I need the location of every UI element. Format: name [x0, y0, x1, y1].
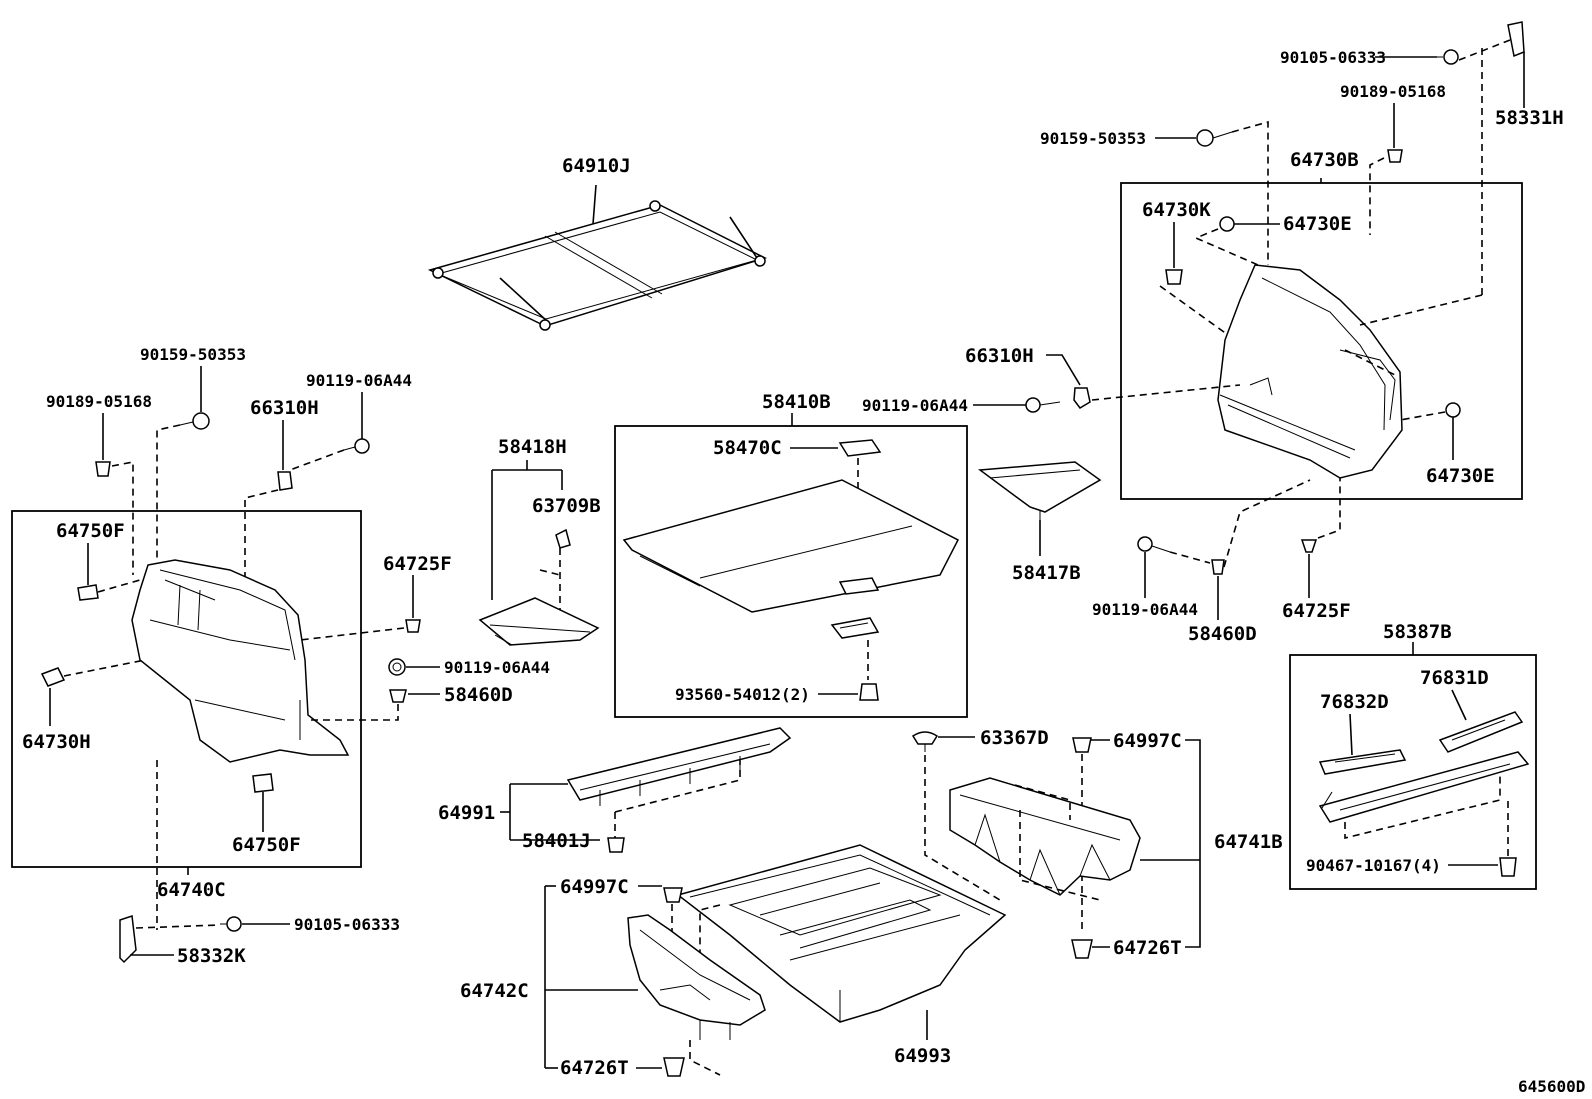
tonneau-cover-frame	[427, 200, 767, 331]
label-64750f-bottom: 64750F	[232, 834, 301, 856]
clip-58460d-center	[389, 689, 407, 703]
label-64742c: 64742C	[460, 980, 529, 1002]
clip-90189-05168-left	[95, 461, 111, 477]
label-90159-50353-right: 90159-50353	[1040, 129, 1146, 148]
screw-90159-50353-right	[1196, 129, 1233, 147]
label-93560-54012: 93560-54012(2)	[675, 685, 810, 704]
board-58418h	[478, 597, 600, 646]
rear-side-trim-left	[131, 559, 350, 763]
clip-64725f-right	[1300, 539, 1318, 553]
label-64730k: 64730K	[1142, 199, 1211, 221]
label-64750f-top: 64750F	[56, 520, 125, 542]
bracket-64741b	[949, 777, 1141, 896]
label-58410b: 58410B	[762, 391, 831, 413]
label-64740c: 64740C	[157, 879, 226, 901]
clip-64730h	[40, 667, 66, 687]
label-76831d: 76831D	[1420, 667, 1489, 689]
clip-64725f-left	[405, 619, 421, 633]
label-64725f-left: 64725F	[383, 553, 452, 575]
label-58401j: 58401J	[522, 830, 591, 852]
label-64741b: 64741B	[1214, 831, 1283, 853]
label-64997c-left: 64997C	[560, 876, 629, 898]
label-64730b: 64730B	[1290, 149, 1359, 171]
clip-64730k	[1165, 269, 1183, 285]
bolt-90105-06333-left	[220, 916, 242, 932]
label-64997c-right: 64997C	[1113, 730, 1182, 752]
label-64725f-right: 64725F	[1282, 600, 1351, 622]
label-58417b: 58417B	[1012, 562, 1081, 584]
label-90119-06a44-right2: 90119-06A44	[1092, 600, 1198, 619]
label-90105-06333-right: 90105-06333	[1280, 48, 1386, 67]
label-90119-06a44-left: 90119-06A44	[306, 371, 412, 390]
clip-64750f-bottom	[252, 773, 274, 793]
bracket-58331h	[1507, 21, 1525, 58]
plug-63367d	[911, 731, 939, 752]
label-90189-05168-right: 90189-05168	[1340, 82, 1446, 101]
label-64991: 64991	[438, 802, 495, 824]
label-90159-50353-left: 90159-50353	[140, 345, 246, 364]
clip-64726t-right	[1071, 939, 1093, 959]
label-64730e-top: 64730E	[1283, 213, 1352, 235]
label-58460d-right: 58460D	[1188, 623, 1257, 645]
label-58387b: 58387B	[1383, 621, 1452, 643]
clip-64730e-top	[1219, 216, 1235, 232]
screw-90159-50353-left	[179, 412, 210, 430]
panel-58417b	[977, 461, 1102, 520]
clip-64750f-top	[77, 584, 99, 601]
clip-90467-10167	[1499, 857, 1517, 877]
clip-58460d-right	[1211, 559, 1225, 575]
storage-tub-64993	[676, 844, 1007, 1023]
label-66310h-left: 66310H	[250, 397, 319, 419]
label-64726t-right: 64726T	[1113, 937, 1182, 959]
screw-90119-06a44-left	[343, 438, 370, 454]
label-58418h: 58418H	[498, 436, 567, 458]
bolt-90105-06333-right	[1437, 49, 1459, 65]
clip-90189-05168-right	[1387, 149, 1403, 163]
scuff-plate-76831d	[1438, 711, 1524, 753]
label-63709b: 63709B	[532, 495, 601, 517]
label-58331h: 58331H	[1495, 107, 1564, 129]
bracket-64742c	[627, 914, 766, 1040]
scuff-plate-76832d	[1318, 749, 1407, 775]
label-58460d-center: 58460D	[444, 684, 513, 706]
label-66310h-right: 66310H	[965, 345, 1034, 367]
rail-64991	[566, 727, 792, 806]
screw-90119-06a44-center	[388, 658, 406, 676]
label-90105-06333-left: 90105-06333	[294, 915, 400, 934]
label-63367d: 63367D	[980, 727, 1049, 749]
label-64910j: 64910J	[562, 155, 631, 177]
sill-plate	[1318, 751, 1530, 823]
label-64730h: 64730H	[22, 731, 91, 753]
label-64726t-left: 64726T	[560, 1057, 629, 1079]
label-58332k: 58332K	[177, 945, 246, 967]
clip-66310h-right	[1073, 387, 1091, 409]
rear-side-trim-right	[1217, 264, 1403, 479]
clip-64730e-bottom	[1445, 402, 1461, 418]
clip-64997c-right	[1072, 737, 1092, 753]
label-90119-06a44-center: 90119-06A44	[444, 658, 550, 677]
box-64740c-group	[11, 510, 362, 868]
label-90119-06a44-mid: 90119-06A44	[862, 396, 968, 415]
deck-board-58410b	[622, 479, 960, 613]
bracket-58410b	[830, 617, 880, 639]
handle-58470c	[838, 439, 882, 457]
label-58470c: 58470C	[713, 437, 782, 459]
clip-66310h-left	[277, 471, 293, 491]
label-76832d: 76832D	[1320, 691, 1389, 713]
clip-93560-54012	[859, 683, 879, 701]
figure-code: 645600D	[1518, 1077, 1585, 1096]
clip-63709b	[555, 528, 571, 549]
clip-58401j	[607, 837, 625, 853]
screw-90119-06a44-mid	[1025, 397, 1061, 413]
clip-64997c-left	[663, 887, 683, 903]
screw-90119-06a44-right2	[1137, 536, 1171, 553]
label-90189-05168-left: 90189-05168	[46, 392, 152, 411]
label-64993: 64993	[894, 1045, 951, 1067]
label-64730e-bottom: 64730E	[1426, 465, 1495, 487]
label-90467-10167: 90467-10167(4)	[1306, 856, 1441, 875]
clip-64726t-left	[663, 1057, 685, 1077]
bracket-58332k	[119, 914, 137, 964]
box-58410b-group	[614, 425, 968, 718]
